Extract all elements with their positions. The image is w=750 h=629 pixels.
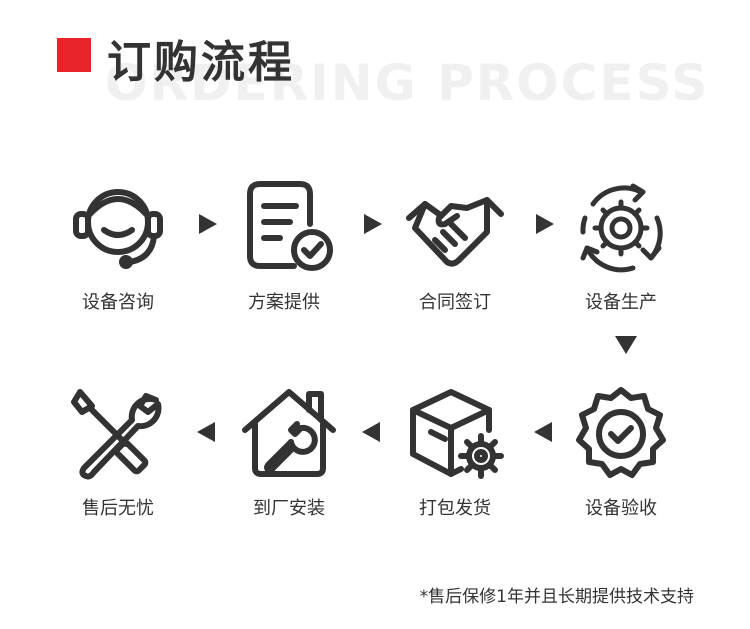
header: ORDERING PROCESS 订购流程 xyxy=(0,0,750,112)
arrow-right-icon xyxy=(195,212,219,236)
badge-check-icon xyxy=(571,384,671,484)
step-installation: 到厂安装 xyxy=(224,384,354,534)
page-title: 订购流程 xyxy=(107,37,295,88)
step-proposal: 方案提供 xyxy=(219,178,349,328)
gear-cycle-icon xyxy=(571,178,671,278)
arrow-right-icon xyxy=(360,212,384,236)
step-after-sales: 售后无忧 xyxy=(53,384,183,534)
headset-icon xyxy=(68,178,168,278)
step-acceptance: 设备验收 xyxy=(556,384,686,534)
warranty-footnote: *售后保修1年并且长期提供技术支持 xyxy=(419,587,694,607)
step-label: 合同签订 xyxy=(419,292,491,313)
arrow-left-icon xyxy=(360,420,384,444)
handshake-icon xyxy=(405,178,505,278)
step-label: 售后无忧 xyxy=(82,498,154,519)
house-wrench-icon xyxy=(239,384,339,484)
step-label: 到厂安装 xyxy=(253,498,325,519)
box-gear-icon xyxy=(405,384,505,484)
step-consult: 设备咨询 xyxy=(53,178,183,328)
step-label: 方案提供 xyxy=(248,292,320,313)
tools-icon xyxy=(68,384,168,484)
arrow-left-icon xyxy=(195,420,219,444)
step-shipping: 打包发货 xyxy=(390,384,520,534)
step-label: 打包发货 xyxy=(419,498,491,519)
arrow-right-icon xyxy=(532,212,556,236)
step-label: 设备生产 xyxy=(585,292,657,313)
step-label: 设备验收 xyxy=(585,498,657,519)
arrow-down-icon xyxy=(614,332,638,356)
arrow-left-icon xyxy=(532,420,556,444)
step-label: 设备咨询 xyxy=(82,292,154,313)
step-contract: 合同签订 xyxy=(390,178,520,328)
document-check-icon xyxy=(234,178,334,278)
title-accent-square xyxy=(57,38,91,72)
step-production: 设备生产 xyxy=(556,178,686,328)
title-background-text: ORDERING PROCESS xyxy=(105,54,710,112)
